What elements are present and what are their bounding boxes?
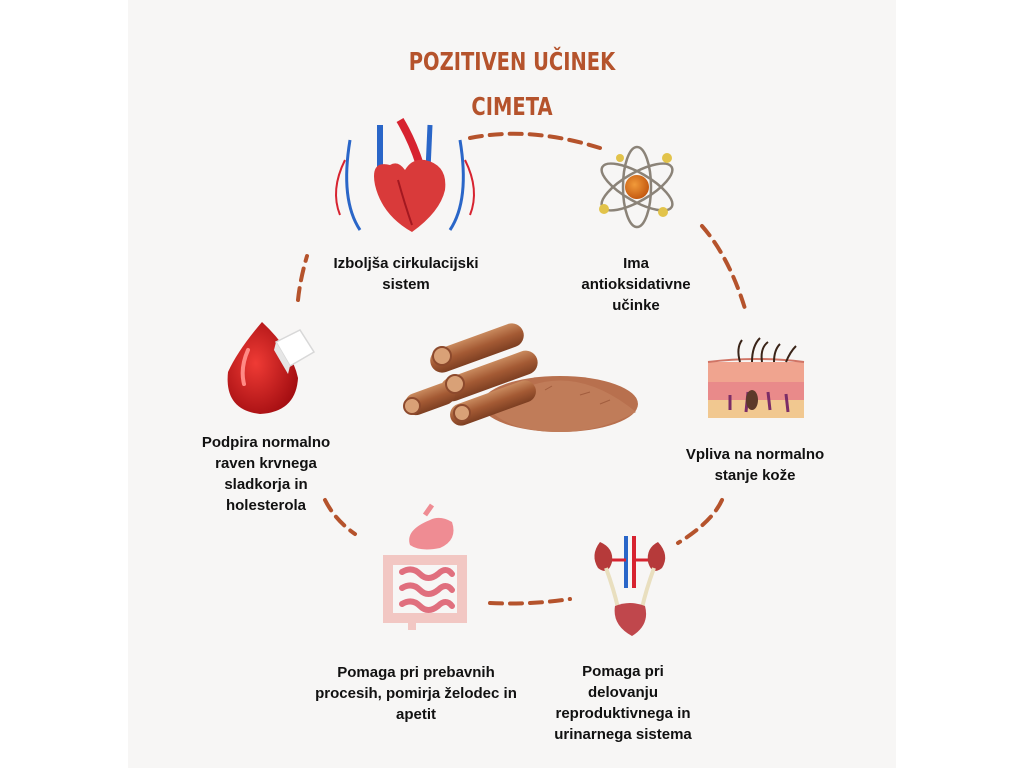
label-line: Pomaga pri — [582, 663, 664, 680]
label-line: delovanju — [587, 684, 658, 701]
label-line: raven krvnega — [215, 455, 317, 472]
arc-top — [468, 131, 602, 150]
heart-circulation-icon — [335, 117, 475, 232]
label-antioxidant: Ima antioksidativne učinke — [556, 253, 716, 316]
label-line: urinarnega sistema — [554, 726, 692, 743]
label-line: reproduktivnega in — [555, 705, 691, 722]
label-skin: Vpliva na normalno stanje kože — [660, 444, 850, 486]
arc-upper-left — [296, 254, 309, 302]
label-line: stanje kože — [714, 467, 796, 484]
title-line-1: POZITIVEN UČINEK — [408, 47, 616, 76]
label-line: Pomaga pri prebavnih — [337, 664, 495, 681]
label-circulation: Izboljša cirkulacijski sistem — [306, 253, 506, 295]
arc-lower-left — [323, 498, 357, 536]
digestive-system-icon — [383, 503, 467, 630]
label-line: holesterola — [225, 497, 307, 514]
label-line: Vpliva na normalno — [685, 446, 825, 463]
label-line: apetit — [395, 706, 436, 723]
label-line: sladkorja in — [224, 476, 308, 493]
connector-arcs — [296, 131, 748, 606]
arc-lower-right — [676, 498, 724, 545]
kidneys-bladder-icon — [594, 536, 666, 636]
skin-layers-icon — [707, 337, 805, 418]
blood-drop-sugar-cube-icon — [227, 322, 316, 414]
label-line: antioksidativne — [581, 276, 691, 293]
label-line: učinke — [612, 297, 660, 314]
label-urinary: Pomaga pri delovanju reproduktivnega in … — [528, 661, 718, 745]
arc-upper-right — [700, 224, 748, 314]
label-line: Izboljša cirkulacijski — [333, 255, 479, 272]
arc-bottom — [488, 597, 572, 606]
label-blood-sugar: Podpira normalno raven krvnega sladkorja… — [176, 432, 356, 516]
label-line: sistem — [382, 276, 430, 293]
atom-antioxidant-icon — [599, 145, 674, 229]
cinnamon-sticks-and-powder-icon — [403, 323, 638, 432]
label-line: Ima — [623, 255, 649, 272]
label-line: procesih, pomirja želodec in — [315, 685, 517, 702]
label-line: Podpira normalno — [201, 434, 331, 451]
title-line-2: CIMETA — [471, 92, 553, 121]
label-digestion: Pomaga pri prebavnih procesih, pomirja ž… — [298, 662, 534, 725]
